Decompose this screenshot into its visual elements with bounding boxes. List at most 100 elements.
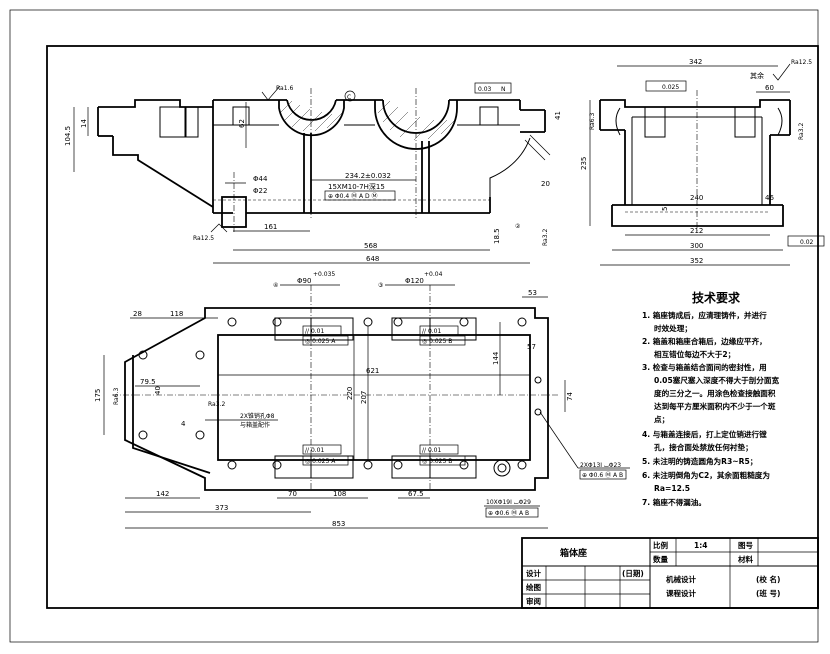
tol-coax-3: ◎ 0.025 A (305, 458, 336, 465)
tech-req-line-11: 孔，接合面处禁放任何衬垫； (654, 442, 753, 453)
pin-note-2: 与箱盖配作 (240, 421, 270, 429)
marker-2-front: ② (515, 223, 521, 230)
tol-right: 0.02 (800, 239, 814, 246)
roughness-side-left: Ra6.3 (589, 113, 596, 130)
tech-req-line-1: 1. 箱座铸成后，应清理铸件，并进行 (642, 310, 767, 320)
dim-18-5: 18.5 (493, 228, 501, 244)
dim-46: 46 (765, 194, 774, 202)
top-view: 28 118 53 621 220 207 144 57 74 175 79.5… (94, 271, 630, 529)
part-name: 箱体座 (560, 547, 587, 559)
material-label: 材料 (738, 554, 753, 564)
tol-top-ref: N (501, 86, 506, 93)
remaining-roughness: 其余 (750, 71, 764, 80)
phi44-label: Φ44 (253, 175, 268, 183)
dim-20: 20 (541, 180, 550, 188)
tol-coax-2: ◎ 0.025 B (422, 338, 452, 345)
dim-648: 648 (366, 255, 379, 263)
dim-621: 621 (366, 367, 379, 375)
bore-right: Φ120 (405, 277, 424, 285)
dim-104-5: 104.5 (64, 126, 72, 146)
marker-3: ③ (378, 282, 383, 289)
dim-60: 60 (765, 84, 774, 92)
dim-235: 235 (580, 157, 588, 170)
tol-par-3: // 0.01 (305, 447, 324, 454)
tol-par-4: // 0.01 (422, 447, 441, 454)
tol-par-1: // 0.01 (305, 328, 324, 335)
dim-118: 118 (170, 310, 183, 318)
tech-req-line-3: 2. 箱盖和箱座合箱后，边缘应平齐， (642, 336, 767, 346)
tol-coax-4: ◎ 0.025 B (422, 458, 452, 465)
course-line-2: 课程设计 (666, 588, 696, 598)
title-block: 箱体座 比例 1:4 图号 数量 材料 设计 (日期) 绘图 审阅 机械设计 课… (521, 537, 819, 609)
marker-4: ④ (273, 282, 278, 289)
dim-161: 161 (264, 223, 277, 231)
bolt-tol-1: ⊕ Φ0.6 Ⓜ A B (582, 471, 623, 479)
dim-74: 74 (566, 392, 574, 401)
bolt-note: 2XΦ13Ⅰ ⌴Φ23 (580, 462, 621, 469)
dim-142: 142 (156, 490, 169, 498)
dim-40: 40 (154, 386, 162, 395)
tech-req-line-14: Ra=12.5 (654, 484, 690, 493)
dim-175: 175 (94, 389, 102, 402)
dim-4: 4 (181, 420, 186, 428)
tech-req-line-10: 4. 与箱盖连接后，打上定位销进行镗 (642, 429, 767, 439)
thread-note: 15XM10-7H深15 (328, 182, 385, 191)
center-distance: 234.2±0.032 (345, 172, 391, 180)
bore-left-tol: +0.035 (313, 271, 335, 278)
dim-568: 568 (364, 242, 377, 250)
dim-342: 342 (689, 58, 702, 66)
drafter-label: 绘图 (526, 582, 541, 592)
tech-req-line-15: 7. 箱座不得漏油。 (642, 497, 706, 507)
date-label: (日期) (622, 568, 644, 578)
designer-label: 设计 (526, 568, 541, 578)
dim-67-5: 67.5 (408, 490, 424, 498)
tech-req-line-4: 相互错位每边不大于2； (654, 349, 735, 360)
tech-req-line-12: 5. 未注明的铸造圆角为R3~R5； (642, 456, 757, 467)
thread-tol: ⊕ Φ0.4 Ⓜ A D Ⓜ (328, 192, 378, 200)
roughness-front-1: Ra1.6 (276, 85, 293, 92)
quantity-label: 数量 (653, 554, 668, 564)
tech-req-title: 技术要求 (692, 290, 741, 305)
dim-144: 144 (492, 351, 500, 365)
drawing-no-label: 图号 (738, 541, 753, 550)
dim-70: 70 (288, 490, 297, 498)
ratio-label: 比例 (653, 540, 668, 550)
reviewer-label: 审阅 (526, 596, 541, 606)
dim-207: 207 (360, 391, 368, 404)
front-view: 104.5 14 62 41 20 161 568 648 18.5 Φ44 Φ… (64, 82, 562, 264)
bore-left: Φ90 (297, 277, 311, 285)
tech-req-line-6: 0.05塞尺塞入深度不得大于剖分面宽 (654, 375, 779, 385)
inner-frame (46, 45, 819, 609)
technical-requirements: 技术要求 1. 箱座铸成后，应清理铸件，并进行 时效处理； 2. 箱盖和箱座合箱… (642, 290, 779, 507)
roughness-side-right: Ra3.2 (798, 123, 805, 140)
phi22-label: Φ22 (253, 187, 267, 195)
tol-side: 0.025 (662, 84, 679, 91)
dim-352: 352 (690, 257, 703, 265)
tech-req-line-5: 3. 检查与箱盖结合面间的密封性，用 (642, 362, 767, 372)
dim-108: 108 (333, 490, 346, 498)
tech-req-line-2: 时效处理； (654, 323, 692, 334)
dim-220: 220 (346, 387, 354, 400)
dim-212: 212 (690, 227, 703, 235)
ratio-value: 1:4 (694, 541, 707, 550)
roughness-top-mid: Ra3.2 (208, 401, 225, 408)
side-view: 342 60 235 240 46 212 300 352 5 0.025 0.… (580, 58, 825, 266)
dim-373: 373 (215, 504, 228, 512)
dim-41: 41 (554, 111, 562, 120)
dim-300: 300 (690, 242, 703, 250)
tol-coax-1: ◎ 0.025 A (305, 338, 336, 345)
tech-req-line-8: 达到每平方厘米面积内不少于一个斑 (654, 401, 776, 411)
tech-req-line-9: 点； (654, 414, 669, 425)
dim-79-5: 79.5 (140, 378, 156, 386)
tol-flatness-top: 0.03 (478, 86, 492, 93)
pin-note-1: 2X锥销孔Φ8 (240, 412, 275, 420)
dim-62: 62 (238, 119, 246, 128)
dim-14: 14 (80, 119, 88, 128)
dim-57: 57 (527, 343, 536, 351)
bolt-tol-2: ⊕ Φ0.6 Ⓜ A B (488, 509, 529, 517)
tech-req-line-7: 度的三分之一。用涂色检查接触面积 (654, 388, 776, 398)
roughness-front-3: Ra3.2 (542, 229, 549, 246)
bolt-note-2: 10XΦ19Ⅰ ⌴Φ29 (486, 499, 531, 506)
bore-right-tol: +0.04 (424, 271, 443, 278)
tol-par-2: // 0.01 (422, 328, 441, 335)
